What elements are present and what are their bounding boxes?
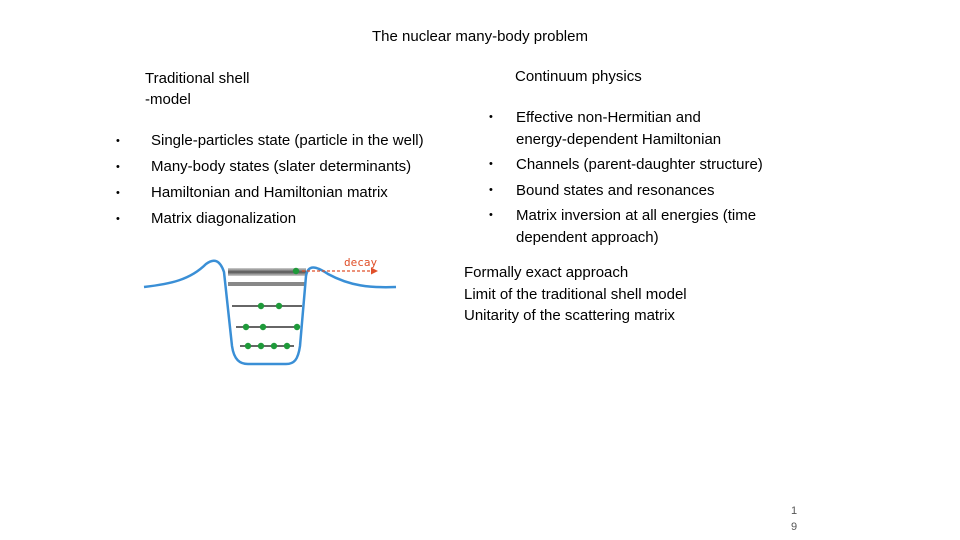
arrowhead-icon [371,267,378,275]
list-item: •Many-body states (slater determinants) [116,154,424,180]
left-heading: Traditional shell -model [145,68,250,110]
particle [259,323,267,331]
summary-line: Formally exact approach [464,264,629,281]
list-item: • Matrix inversion at all energies (time… [489,207,757,246]
bullet-icon: • [116,187,120,199]
particle [242,323,250,331]
list-item: •Matrix diagonalization [116,206,424,232]
continuum-summary: Formally exact approach Limit of the tra… [464,262,687,327]
left-bullet-list: •Single-particles state (particle in the… [116,128,424,232]
list-item: •Single-particles state (particle in the… [116,128,424,154]
summary-line: Unitarity of the scattering matrix [464,307,675,324]
well-outline [143,259,397,366]
decay-label: decay [344,256,377,269]
bullet-icon: • [116,135,120,147]
bullet-icon: • [489,111,493,123]
right-heading: Continuum physics [515,68,642,85]
potential-well-diagram: decay [143,256,397,366]
resonance-band [228,282,306,286]
particle [257,302,265,310]
particle [283,342,291,350]
particle [244,342,252,350]
bullet-icon: • [116,161,120,173]
bullet-icon: • [489,183,493,196]
left-heading-line1: Traditional shell [145,70,250,87]
particle [275,302,283,310]
continuum-band [228,268,306,276]
summary-line: Limit of the traditional shell model [464,285,687,303]
list-item: •Hamiltonian and Hamiltonian matrix [116,180,424,206]
left-heading-line2: -model [145,91,191,108]
slide-title: The nuclear many-body problem [372,28,588,45]
particle [257,342,265,350]
list-item: • Bound states and resonances [489,180,816,202]
right-bullet-list: • Effective non-Hermitian and energy-dep… [489,107,816,252]
particle [292,267,300,275]
list-item: • Effective non-Hermitian and energy-dep… [489,109,722,148]
bullet-icon: • [116,213,120,225]
bullet-icon: • [489,158,493,170]
particle [293,323,301,331]
bullet-icon: • [489,209,493,221]
list-item: • Channels (parent-daughter structure) [489,154,816,176]
particle [270,342,278,350]
slide-number: 1 9 [790,505,798,533]
